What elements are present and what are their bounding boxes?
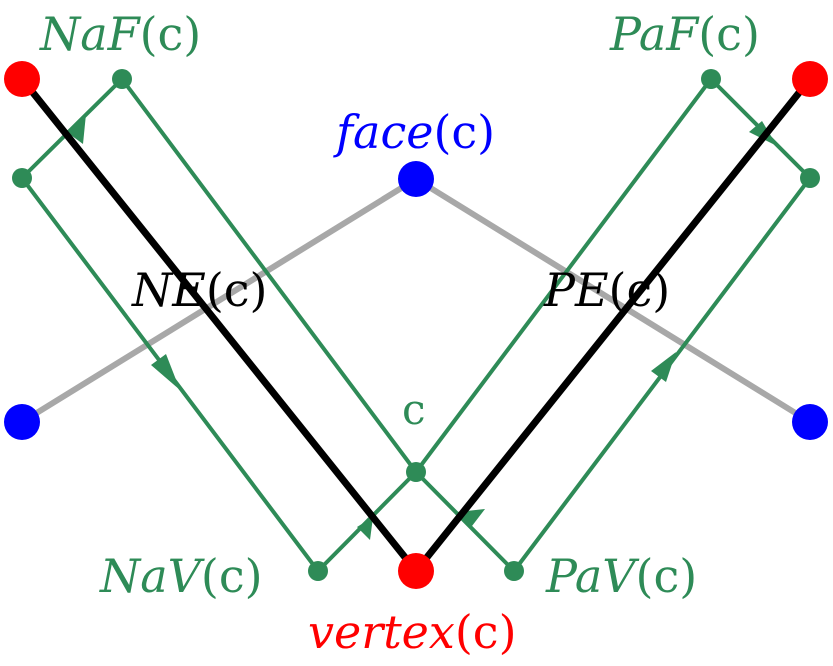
arrow-bottom-left <box>357 517 373 540</box>
label-ne: NE(c) <box>131 263 268 317</box>
face-node-left <box>4 404 40 440</box>
gray-edge-left <box>19 176 419 425</box>
label-face-name: face <box>333 105 433 159</box>
node-c <box>406 462 426 482</box>
label-vertex-arg: (c) <box>455 605 517 659</box>
label-pav-arg: (c) <box>636 549 698 603</box>
label-pe: PE(c) <box>543 263 670 317</box>
node-paf-top <box>701 69 721 89</box>
green-nodes <box>12 69 820 581</box>
vertex-node-top-left <box>4 61 40 97</box>
node-pav <box>504 561 524 581</box>
edge-negative <box>18 75 420 575</box>
red-nodes <box>4 61 828 589</box>
blue-nodes <box>4 161 828 440</box>
label-pav-name: PaV <box>545 549 640 603</box>
label-nav-arg: (c) <box>201 549 263 603</box>
face-node-right <box>792 404 828 440</box>
arrow-left-top <box>68 114 86 144</box>
label-pe-arg: (c) <box>609 263 671 317</box>
label-vertex: vertex(c) <box>308 605 517 659</box>
green-path-left-inner <box>20 176 418 573</box>
label-naf: NaF(c) <box>39 7 201 61</box>
label-paf: PaF(c) <box>609 7 760 61</box>
node-nav <box>308 561 328 581</box>
label-paf-name: PaF <box>609 7 700 61</box>
vertex-node-top-right <box>792 61 828 97</box>
node-left-mid <box>12 168 32 188</box>
label-pav: PaV(c) <box>545 549 697 603</box>
face-node-top <box>398 161 434 197</box>
label-ne-arg: (c) <box>206 263 268 317</box>
node-naf-top <box>112 69 132 89</box>
edge-positive <box>412 75 814 575</box>
arrow-right-middle <box>651 352 676 382</box>
node-right-mid <box>800 168 820 188</box>
arrow-left-middle <box>151 354 180 390</box>
label-vertex-name: vertex <box>308 605 455 659</box>
label-nav: NaV(c) <box>99 549 263 603</box>
label-naf-arg: (c) <box>140 7 202 61</box>
label-face-arg: (c) <box>433 105 495 159</box>
gray-edges <box>19 176 813 425</box>
gray-edge-right <box>413 176 813 425</box>
black-edges <box>18 75 814 575</box>
label-c: c <box>402 385 426 434</box>
vertex-node-bottom <box>398 553 434 589</box>
label-nav-name: NaV <box>99 549 206 603</box>
label-naf-name: NaF <box>39 7 142 61</box>
label-face: face(c) <box>333 105 495 159</box>
label-pe-name: PE <box>543 263 609 317</box>
label-paf-arg: (c) <box>698 7 760 61</box>
label-ne-name: NE <box>131 263 206 317</box>
